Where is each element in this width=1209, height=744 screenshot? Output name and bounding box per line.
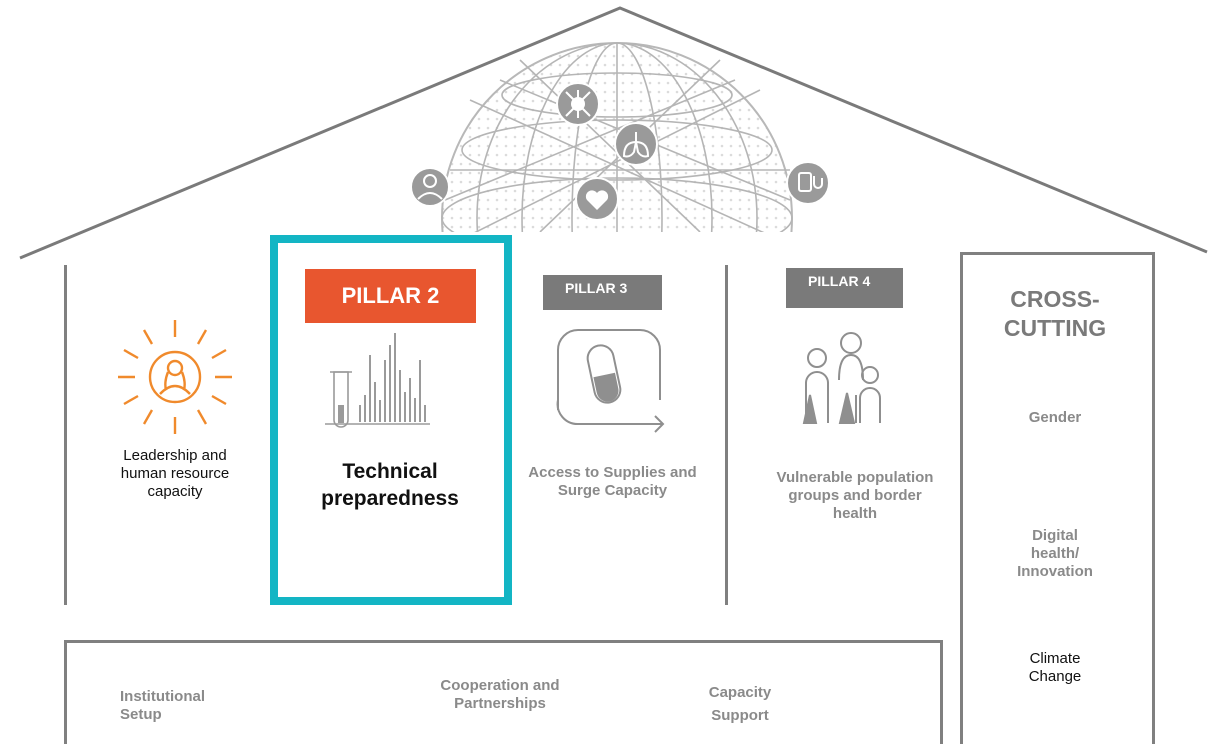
pillar2-badge: PILLAR 2 bbox=[305, 269, 476, 323]
test-tube-chart-icon bbox=[325, 333, 430, 428]
pillar3-badge: PILLAR 3 bbox=[543, 275, 662, 310]
person-sun-icon bbox=[118, 320, 232, 434]
cross-cutting-item-digital: Digital health/ Innovation bbox=[1017, 527, 1093, 580]
pillar3-title: Access to Supplies and Surge Capacity bbox=[528, 464, 697, 499]
doctor-icon bbox=[410, 167, 450, 207]
cross-cutting-title: CROSS-CUTTING bbox=[1003, 286, 1107, 341]
pillar4-title: Vulnerable population groups and border … bbox=[776, 469, 934, 522]
foundation-item-institutional: Institutional Setup bbox=[120, 688, 205, 723]
cross-cutting-item-climate: Climate Change bbox=[1028, 650, 1082, 685]
house-roof bbox=[19, 6, 1208, 260]
foundation-box bbox=[64, 640, 943, 744]
virus-icon bbox=[556, 82, 600, 126]
capsule-icon bbox=[556, 329, 665, 433]
cross-cutting-item-gender: Gender bbox=[1028, 409, 1082, 426]
divider-pillar3-4 bbox=[725, 265, 728, 605]
wall-left bbox=[64, 265, 67, 605]
telehealth-icon bbox=[786, 161, 830, 205]
lungs-icon bbox=[614, 122, 658, 166]
pillar4-badge: PILLAR 4 bbox=[786, 268, 903, 308]
foundation-item-capacity: Capacity Support bbox=[708, 684, 772, 725]
pillar2-title: Technical preparedness bbox=[321, 460, 459, 511]
family-icon bbox=[802, 332, 881, 424]
pillar1-title: Leadership and human resource capacity bbox=[120, 447, 230, 500]
pillar2-highlight-box[interactable] bbox=[270, 235, 512, 605]
cross-cutting-box bbox=[960, 252, 1155, 744]
foundation-item-cooperation: Cooperation and Partnerships bbox=[440, 677, 560, 712]
heart-icon bbox=[575, 177, 619, 221]
